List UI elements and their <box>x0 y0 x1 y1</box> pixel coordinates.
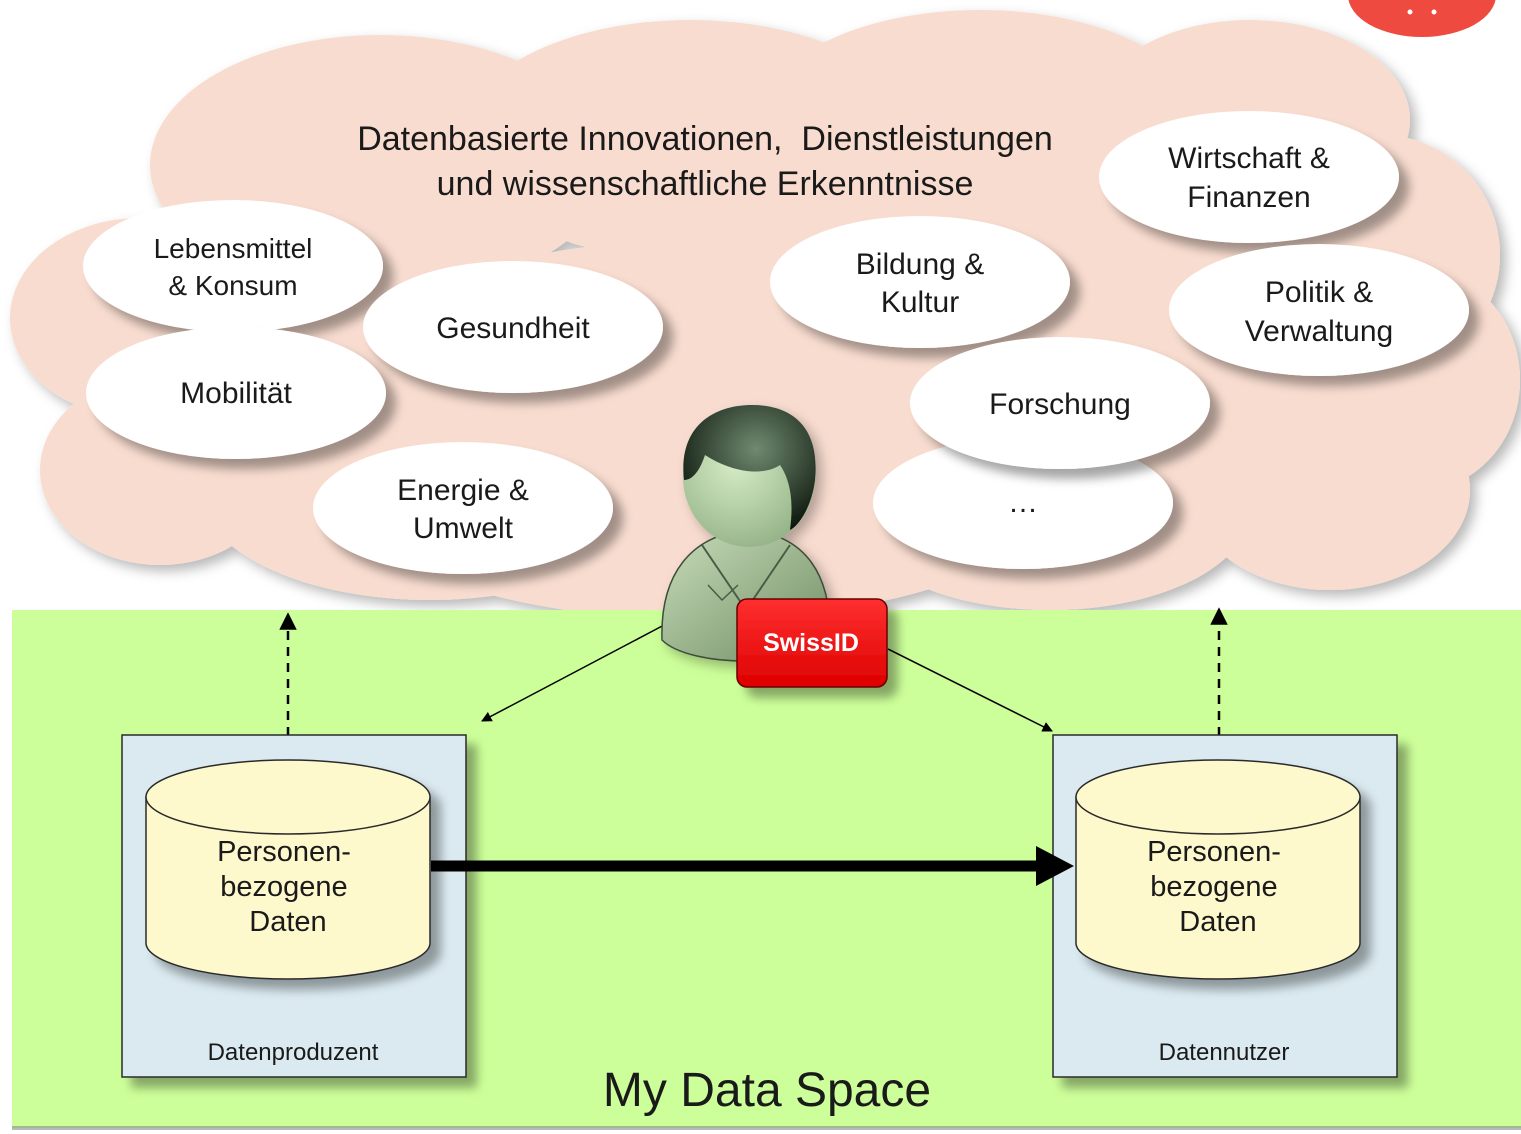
svg-text:Lebensmittel& Konsum: Lebensmittel & Konsum <box>154 233 313 301</box>
svg-text:Forschung: Forschung <box>989 388 1131 421</box>
bubble-text: Umwelt <box>413 512 514 545</box>
database-label: Personen- <box>1147 836 1281 868</box>
database-label: bezogene <box>1150 871 1277 903</box>
swissid-badge <box>736 598 888 688</box>
database-label: Personen- <box>217 836 351 868</box>
bubble-bildung: Bildung & Kultur <box>770 216 1070 348</box>
consumer-database <box>1075 759 1361 980</box>
bubble-text: Finanzen <box>1187 181 1310 214</box>
bubble-text: Lebensmittel <box>154 233 313 264</box>
bubble-text: Forschung <box>989 388 1131 421</box>
bubble-text: Energie & <box>397 474 529 507</box>
bubble-text: Kultur <box>881 286 959 319</box>
producer-system: Personen- bezogene Daten Datenproduzent <box>121 734 467 1078</box>
consumer-system: Personen- bezogene Daten Datennutzer <box>1052 734 1398 1078</box>
bubble-text: Mobilität <box>180 377 292 410</box>
bubble-energie: Energie & Umwelt <box>313 442 613 574</box>
bubble-text: Politik & <box>1265 276 1373 309</box>
swissid-label: SwissID <box>763 629 859 657</box>
database-label: bezogene <box>220 871 347 903</box>
bubble-gesundheit: Gesundheit <box>363 261 663 393</box>
bubble-wirtschaft: Wirtschaft & Finanzen <box>1099 111 1399 243</box>
svg-text:Personen- bezogene: Personen- bezogene Daten <box>217 836 359 938</box>
data-transfer-arrow <box>431 846 1074 886</box>
svg-text:Gesundheit: Gesundheit <box>436 312 590 345</box>
database-label: Daten <box>249 906 326 938</box>
svg-text:…: … <box>1008 486 1038 519</box>
bubble-text: Wirtschaft & <box>1168 142 1330 175</box>
svg-text:Energie &Umwelt: Energie & Umwelt <box>397 474 529 545</box>
cloud-title-line1: Datenbasierte Innovationen, Dienstleistu… <box>357 120 1053 158</box>
bubble-text: Bildung & <box>856 248 984 281</box>
bubble-text: … <box>1008 486 1038 519</box>
bubble-weitere: … <box>873 437 1173 569</box>
svg-text:Personen- bezogene: Personen- bezogene Daten <box>1147 836 1289 938</box>
svg-text:Bildung &Kultur: Bildung & Kultur <box>856 248 984 319</box>
bubble-text: & Konsum <box>168 270 297 301</box>
cloud-title-line2: und wissenschaftliche Erkenntnisse <box>437 165 974 203</box>
person-to-consumer-arrow <box>887 648 1053 732</box>
domain-bubbles: Lebensmittel & Konsum Mobilität Gesundhei… <box>83 111 1469 574</box>
person-to-producer-arrow <box>481 623 667 722</box>
bubble-mobilitaet: Mobilität <box>86 327 386 459</box>
database-label: Daten <box>1179 906 1256 938</box>
bubble-text: Gesundheit <box>436 312 590 345</box>
svg-text:Politik &Verwaltung: Politik & Verwaltung <box>1245 276 1393 348</box>
bubble-forschung: Forschung <box>910 337 1210 469</box>
data-space-label: My Data Space <box>603 1064 931 1117</box>
corner-badge <box>1348 0 1496 37</box>
producer-label: Datenproduzent <box>208 1039 379 1066</box>
svg-text:Wirtschaft &Finanzen: Wirtschaft & Finanzen <box>1168 142 1330 214</box>
bubble-lebensmittel: Lebensmittel & Konsum <box>83 200 383 332</box>
bubble-politik: Politik & Verwaltung <box>1169 244 1469 376</box>
producer-database <box>145 759 431 980</box>
bubble-text: Verwaltung <box>1245 315 1393 348</box>
consumer-label: Datennutzer <box>1159 1039 1290 1066</box>
svg-text:Mobilität: Mobilität <box>180 377 292 410</box>
